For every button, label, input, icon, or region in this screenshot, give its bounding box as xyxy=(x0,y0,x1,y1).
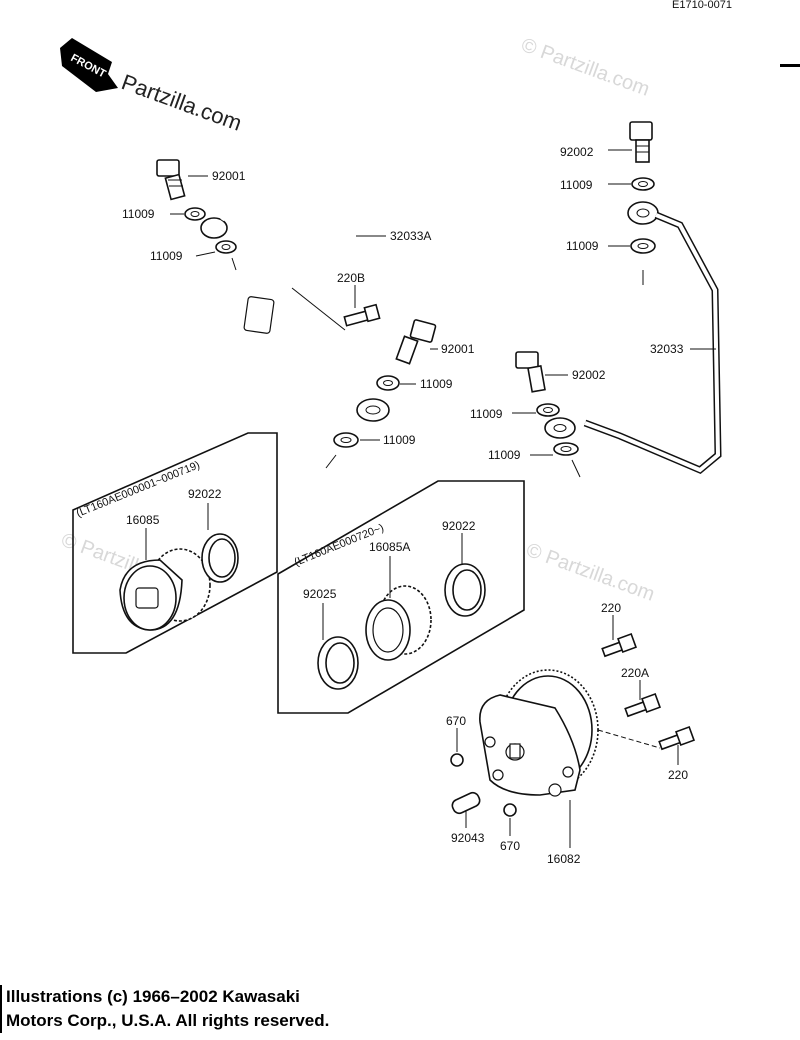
label-11009-g: 11009 xyxy=(470,407,503,421)
label-11009-f: 11009 xyxy=(566,239,599,253)
copyright-line-1: Illustrations (c) 1966–2002 Kawasaki xyxy=(6,987,300,1006)
label-11009-b: 11009 xyxy=(150,249,183,263)
washer-11009-g xyxy=(536,403,560,417)
edge-tick-mark xyxy=(780,64,800,67)
bolt-220-top xyxy=(601,633,637,658)
label-11009-a: 11009 xyxy=(122,207,155,221)
washer-11009-d xyxy=(333,432,359,448)
label-220A: 220A xyxy=(621,666,649,680)
washer-11009-e xyxy=(631,177,655,191)
washer-11009-a xyxy=(184,207,206,221)
label-16085A: 16085A xyxy=(369,540,410,554)
washer-11009-c xyxy=(376,375,400,391)
watermark-main: Partzilla.com xyxy=(118,69,245,136)
label-670-top: 670 xyxy=(446,714,466,728)
oil-pump-16082 xyxy=(479,669,599,797)
label-92043: 92043 xyxy=(451,831,485,845)
watermark-top-right: © Partzilla.com xyxy=(518,34,652,101)
banjo-bolt-92001-top xyxy=(156,159,186,201)
label-92001-top: 92001 xyxy=(212,169,246,183)
front-arrow-icon: FRONT xyxy=(60,38,118,92)
label-11009-h: 11009 xyxy=(488,448,521,462)
oil-pipe-32033A xyxy=(200,202,390,422)
label-220-top: 220 xyxy=(601,601,621,615)
gear-16085 xyxy=(119,548,211,631)
label-92022-right: 92022 xyxy=(442,519,476,533)
dowel-pin-92043 xyxy=(451,791,481,815)
watermark-right: © Partzilla.com xyxy=(523,539,657,606)
ring-92022-right xyxy=(444,563,486,617)
oil-pipe-32033 xyxy=(544,201,722,475)
label-32033A: 32033A xyxy=(390,229,431,243)
label-92025: 92025 xyxy=(303,587,337,601)
caption-early-serial: (LT160AE000001~000719) xyxy=(75,459,202,520)
label-670-bottom: 670 xyxy=(500,839,520,853)
box-late-serial xyxy=(277,480,525,714)
oring-670-top xyxy=(450,753,464,767)
ring-92022-left xyxy=(201,533,239,583)
label-11009-c: 11009 xyxy=(420,377,453,391)
copyright-line-2: Motors Corp., U.S.A. All rights reserved… xyxy=(6,1011,330,1030)
label-92002-mid: 92002 xyxy=(572,368,606,382)
copyright-notice: Illustrations (c) 1966–2002 Kawasaki Mot… xyxy=(6,985,329,1033)
label-11009-d: 11009 xyxy=(383,433,416,447)
bolt-220A xyxy=(624,693,661,718)
bolt-220B xyxy=(343,303,381,327)
oring-670-bottom xyxy=(503,803,517,817)
washer-11009-f xyxy=(630,238,656,254)
washer-11009-h xyxy=(553,442,579,456)
label-92022-left: 92022 xyxy=(188,487,222,501)
washer-11009-b xyxy=(215,240,237,254)
label-32033: 32033 xyxy=(650,342,684,356)
label-220B: 220B xyxy=(337,271,365,285)
diagram-id: E1710-0071 xyxy=(672,0,732,11)
copyright-border-mark xyxy=(0,985,2,1033)
label-16082: 16082 xyxy=(547,852,581,866)
gear-16085A xyxy=(365,585,432,661)
label-11009-e: 11009 xyxy=(560,178,593,192)
label-92002-top: 92002 xyxy=(560,145,594,159)
label-92001-mid: 92001 xyxy=(441,342,475,356)
banjo-bolt-92002-mid xyxy=(515,351,546,393)
bolt-220-bottom xyxy=(658,726,695,751)
box-early-serial xyxy=(72,432,278,654)
ring-92025 xyxy=(317,636,359,690)
label-16085: 16085 xyxy=(126,513,160,527)
label-220-bottom: 220 xyxy=(668,768,688,782)
banjo-bolt-92001-mid xyxy=(395,319,437,365)
banjo-bolt-92002-top xyxy=(629,121,653,163)
